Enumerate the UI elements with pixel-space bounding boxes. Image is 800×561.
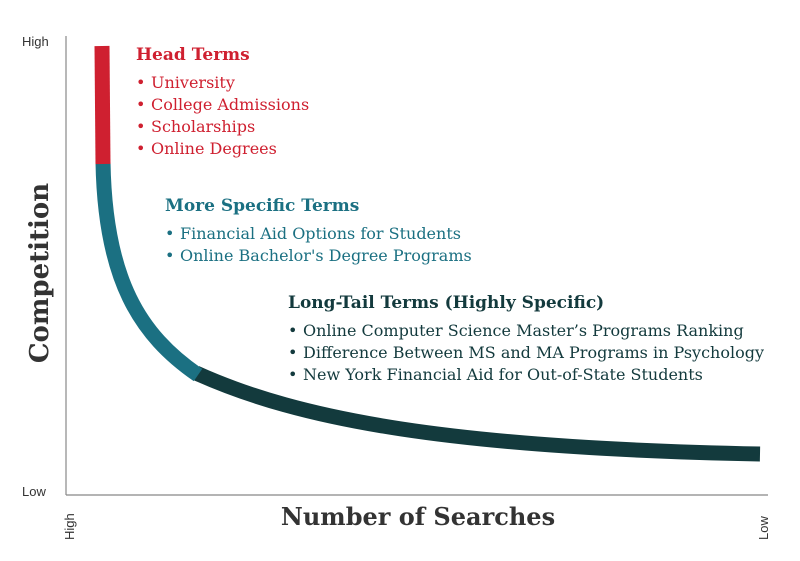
specific-terms-group: More Specific Terms Financial Aid Option… bbox=[165, 195, 472, 267]
head-terms-title: Head Terms bbox=[136, 45, 250, 65]
specific-term-item: Financial Aid Options for Students bbox=[165, 223, 472, 245]
y-axis-high-label: High bbox=[22, 34, 49, 49]
curve-segment-long-tail bbox=[192, 366, 761, 462]
curve-segment-specific bbox=[95, 161, 203, 382]
x-axis-low-label: Low bbox=[756, 516, 771, 540]
x-axis-high-label: High bbox=[62, 513, 77, 540]
head-terms-group: Head Terms University College Admissions… bbox=[136, 44, 309, 160]
long-tail-terms-group: Long-Tail Terms (Highly Specific) Online… bbox=[288, 292, 764, 386]
specific-term-item: Online Bachelor's Degree Programs bbox=[165, 245, 472, 267]
x-axis-title: Number of Searches bbox=[280, 502, 556, 531]
specific-terms-list: Financial Aid Options for Students Onlin… bbox=[165, 223, 472, 267]
y-axis-title: Competition bbox=[25, 182, 55, 364]
y-axis-low-label: Low bbox=[22, 484, 46, 499]
long-tail-terms-list: Online Computer Science Master’s Program… bbox=[288, 320, 764, 386]
head-term-item: University bbox=[136, 72, 309, 94]
head-terms-list: University College Admissions Scholarshi… bbox=[136, 72, 309, 160]
curve-segment-head bbox=[94, 45, 111, 165]
long-tail-term-item: Online Computer Science Master’s Program… bbox=[288, 320, 764, 342]
specific-terms-title: More Specific Terms bbox=[165, 196, 360, 216]
head-term-item: Scholarships bbox=[136, 116, 309, 138]
long-tail-term-item: Difference Between MS and MA Programs in… bbox=[288, 342, 764, 364]
head-term-item: College Admissions bbox=[136, 94, 309, 116]
head-term-item: Online Degrees bbox=[136, 138, 309, 160]
long-tail-term-item: New York Financial Aid for Out-of-State … bbox=[288, 364, 764, 386]
long-tail-terms-title: Long-Tail Terms (Highly Specific) bbox=[288, 293, 605, 313]
